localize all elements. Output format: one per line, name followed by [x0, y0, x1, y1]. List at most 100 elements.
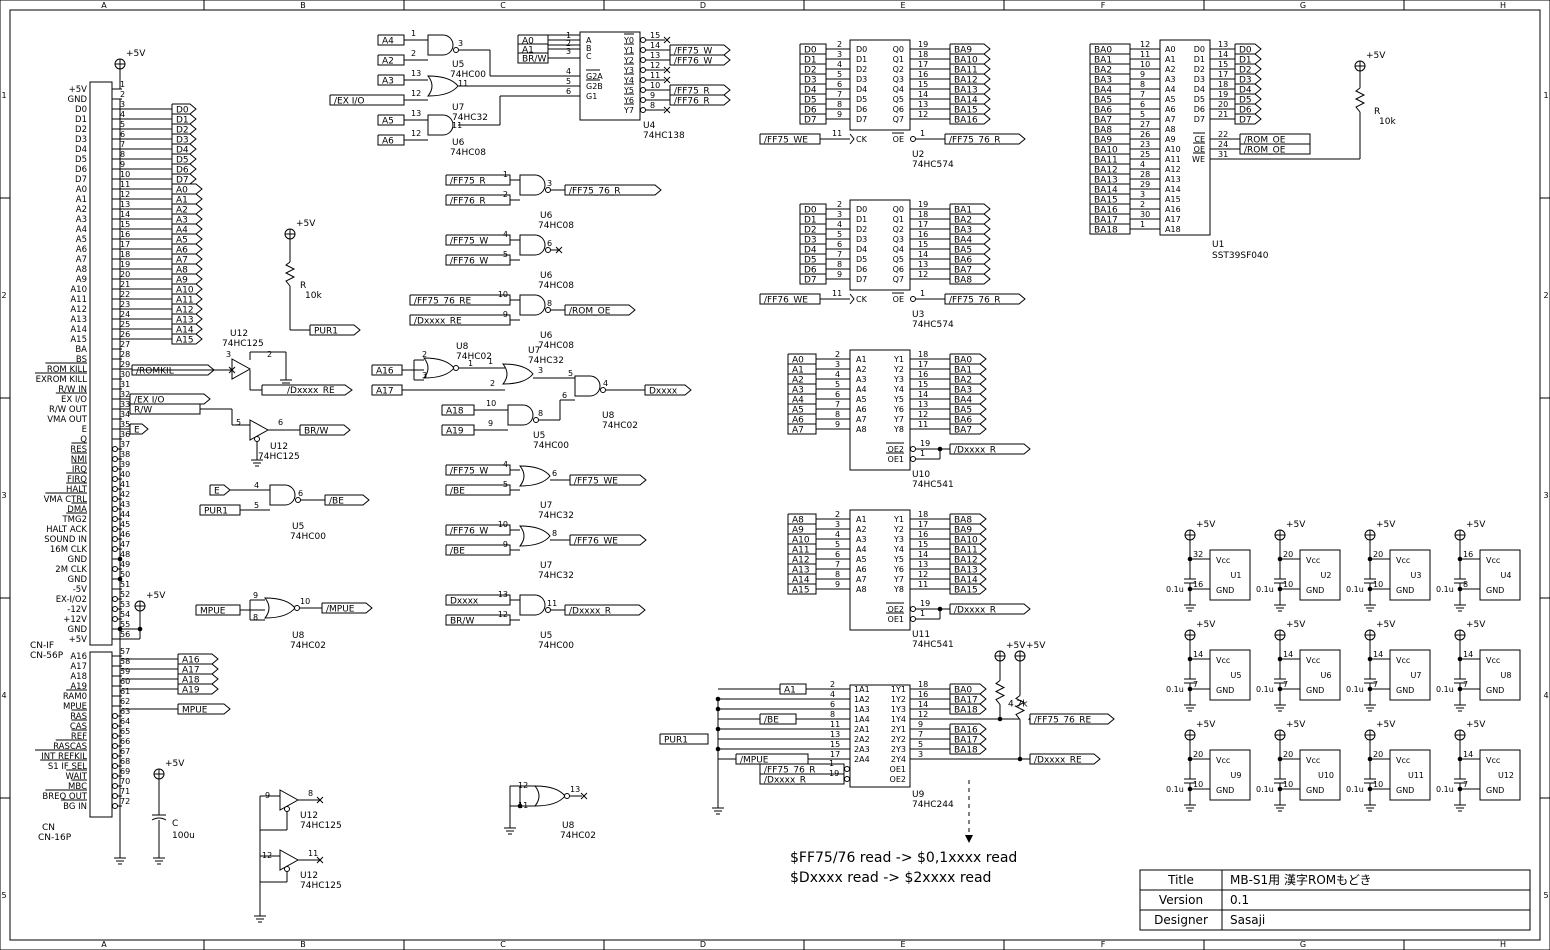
part-ref: U1: [1231, 571, 1242, 580]
decoupling-section: VccGNDU132160.1uVccGNDU220100.1uVccGNDU3…: [1166, 549, 1521, 812]
junction-dot: [1277, 686, 1283, 692]
row-marker: 3: [1, 491, 6, 500]
pin-number: 19: [920, 439, 930, 448]
pin-number: 6: [1140, 100, 1145, 109]
pin-number: 1: [566, 31, 571, 40]
connector-pin-number: 8: [120, 150, 125, 159]
inversion-bubble: [640, 67, 646, 73]
net-label-shape: [949, 363, 987, 375]
connector-pin-number: 30: [120, 370, 130, 379]
pin-number: 24: [1218, 140, 1228, 149]
ic-pin-name: D4: [856, 85, 867, 94]
ic-pin-name: Y1: [893, 355, 904, 364]
pin-number: 6: [830, 700, 835, 709]
part-type: 74HC32: [528, 356, 564, 366]
ic-pin-name: D4: [1194, 85, 1205, 94]
buffer-74hc541: [849, 509, 911, 631]
net-label-shape: [441, 404, 475, 416]
data-bus-label: D7: [1239, 116, 1252, 126]
net-label-shape: [949, 403, 987, 415]
ic-pin-name: Vcc: [1216, 756, 1230, 765]
pin-number: 11: [458, 79, 468, 88]
connector-pin-number: 17: [120, 240, 130, 249]
vcc-label: +5V: [1466, 620, 1486, 630]
data-bus-label: D2: [176, 126, 189, 136]
inversion-bubble: [910, 296, 916, 302]
ic-pin-name: A4: [856, 385, 867, 394]
net-label: BA15: [1094, 196, 1118, 206]
ic-pin-name: 1A3: [854, 705, 870, 714]
output-net-label: /Dxxxx_R: [569, 607, 611, 617]
part-ref: U6: [540, 271, 553, 281]
connector-pin-name: EXROM KILL: [36, 375, 88, 385]
part-type: 74HC08: [538, 221, 574, 231]
buffer-74hc244: [849, 684, 911, 788]
rom-oe-label: /ROM_OE: [1244, 146, 1286, 156]
ic-pin-name: OE1: [888, 455, 904, 464]
pin-number: 14: [1463, 650, 1473, 659]
connector-pin-name: VMA CTRL: [44, 495, 88, 505]
inversion-bubble: [545, 607, 551, 613]
pin-number: 14: [1283, 650, 1293, 659]
address-bus-label: A6: [176, 246, 188, 256]
pin-number: 14: [1218, 50, 1228, 59]
pin-number: 27: [1140, 120, 1150, 129]
ic-pin-name: GND: [1396, 786, 1414, 795]
net-label-shape: [1234, 53, 1262, 65]
connector-pin-name: DMA: [67, 505, 87, 515]
data-bus-label: D6: [1239, 106, 1252, 116]
address-bus-label: A8: [176, 266, 188, 276]
net-label: A1: [792, 366, 804, 376]
part-type: 74HC125: [258, 452, 300, 462]
connector-pin-name: D5: [75, 155, 87, 165]
ic-pin-name: A4: [856, 545, 867, 554]
pin-number: 11: [518, 801, 528, 810]
connector-pin-name: A18: [70, 672, 87, 682]
connector-cn-16p: [89, 651, 113, 818]
inversion-bubble: [640, 77, 646, 83]
pin-number: 17: [918, 60, 928, 69]
part-ref: U11: [1408, 771, 1424, 780]
pin-number: 18: [918, 50, 928, 59]
part-type: 74HC541: [912, 480, 954, 490]
inversion-bubble: [112, 753, 118, 759]
pin-number: 1: [503, 170, 508, 179]
connector-pin-name: D2: [75, 125, 87, 135]
ic-pin-name: 2A2: [854, 735, 870, 744]
decoupled-ic: [1209, 749, 1251, 801]
net-label-shape: [377, 114, 405, 126]
net-label-shape: [171, 253, 203, 265]
column-marker: G: [1300, 1, 1306, 10]
pin-number: 17: [918, 360, 928, 369]
connector-part: CN-16P: [38, 833, 72, 843]
pin-number: 9: [918, 720, 923, 729]
column-marker: E: [900, 940, 905, 949]
connector-pin-number: 28: [120, 350, 130, 359]
net-label-shape: [445, 234, 511, 246]
net-label: A14: [792, 576, 810, 586]
connector-pin-number: 41: [120, 480, 130, 489]
connector-pin-number: 52: [120, 590, 130, 599]
inversion-bubble: [545, 247, 551, 253]
net-label: BA17: [1094, 216, 1118, 226]
note-ff75-read: $FF75/76 read -> $0,1xxxx read: [790, 850, 1018, 866]
inversion-bubble: [112, 486, 118, 492]
connector-pin-name: A2: [76, 205, 87, 215]
ic-pin-name: A2: [1165, 65, 1176, 74]
capacitor-value: 0.1u: [1436, 585, 1454, 594]
net-label: /FF75_76_RE: [414, 297, 472, 307]
ic-pin-name: Q4: [893, 85, 904, 94]
ic-pin-name: D7: [1194, 115, 1205, 124]
inversion-bubble: [112, 596, 118, 602]
inversion-bubble: [254, 436, 260, 442]
inversion-bubble: [112, 476, 118, 482]
net-label: D4: [804, 86, 817, 96]
connector-pin-name: SOUND IN: [44, 535, 87, 545]
ba-bus-label: BA15: [954, 586, 978, 596]
pin-number: 10: [1283, 580, 1293, 589]
row-marker: 3: [1543, 491, 1548, 500]
pin-number: 5: [918, 740, 923, 749]
ic-pin-name: A15: [1165, 195, 1181, 204]
ba-bus-label: BA9: [954, 526, 972, 536]
